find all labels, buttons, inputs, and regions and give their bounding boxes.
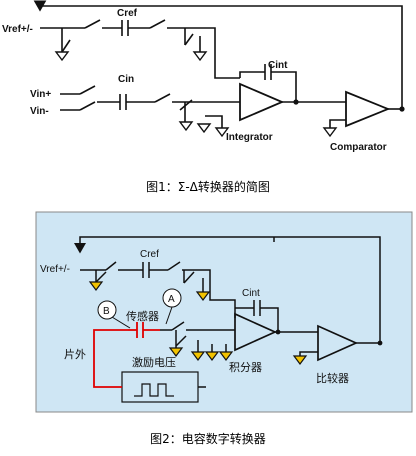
- fig2-junction-dot: [377, 340, 383, 346]
- fig2-grounds: [88, 281, 308, 365]
- fig1-switch: [149, 19, 166, 29]
- fig1-vin-minus-label: Vin-: [30, 106, 49, 117]
- fig1-switch: [184, 33, 194, 46]
- ground-icon: [192, 51, 208, 62]
- fig2-excitation-label: 激励电压: [132, 355, 176, 369]
- fig1-switch: [61, 39, 71, 53]
- fig1-switch: [79, 101, 96, 111]
- fig1-integrator-label: Integrator: [226, 132, 273, 143]
- fig2-marker-a: [162, 288, 182, 308]
- fig2-switch: [183, 271, 195, 284]
- fig1-switch: [79, 85, 96, 95]
- fig1-comparator-label: Comparator: [330, 142, 387, 153]
- ground-icon: [168, 347, 184, 357]
- fig1-cref-capacitor: [121, 20, 129, 36]
- fig2-integrator-label: 积分器: [229, 361, 262, 374]
- fig2-cref-label: Cref: [140, 249, 159, 260]
- fig1-switch: [179, 99, 193, 111]
- fig1-switch: [84, 19, 101, 29]
- ground-icon: [218, 351, 234, 361]
- fig2-square-wave: [134, 383, 174, 397]
- fig2-junction-dot: [275, 329, 281, 335]
- fig2-switch: [175, 335, 187, 347]
- fig1-cin-capacitor: [119, 94, 127, 110]
- fig1-cref-label: Cref: [117, 8, 138, 19]
- fig1-junction-dot: [399, 106, 405, 112]
- fig1-cin-label: Cin: [118, 74, 134, 85]
- fig2-comparator-amp: [317, 324, 359, 362]
- ground-icon: [54, 51, 70, 62]
- fig2-marker-a-label: A: [168, 294, 175, 305]
- fig1-switch: [154, 93, 171, 103]
- fig2-vref-label: Vref+/-: [40, 264, 70, 275]
- fig2-integrator-amp: [234, 312, 278, 352]
- fig1-junction-dot: [293, 99, 299, 105]
- fig1-caption: 图1：Σ-Δ转换器的简图: [146, 180, 270, 194]
- fig1-comparator-amp: [345, 90, 391, 128]
- ground-icon: [292, 355, 308, 365]
- figure-1: [33, 0, 403, 128]
- fig1-vref-label: Vref+/-: [2, 24, 33, 35]
- fig2-switch: [171, 321, 185, 331]
- fig2-feedback-line: [74, 236, 381, 343]
- ground-icon: [195, 291, 211, 301]
- fig1-grounds: [54, 51, 338, 138]
- ground-icon: [322, 127, 338, 138]
- fig2-sensor-label: 传感器: [126, 310, 159, 323]
- figure-2: [74, 236, 381, 403]
- ground-icon: [178, 121, 194, 132]
- fig1-integrator-amp: [239, 82, 285, 122]
- ground-icon: [196, 123, 212, 134]
- fig1-feedback-line: [33, 0, 403, 108]
- fig2-marker-b-label: B: [103, 306, 110, 317]
- ground-icon: [88, 281, 104, 291]
- ground-icon: [190, 351, 206, 361]
- fig2-switch: [105, 261, 117, 271]
- ground-icon: [214, 127, 230, 138]
- fig2-caption: 图2：电容数字转换器: [150, 432, 266, 446]
- fig2-comparator-label: 比较器: [316, 371, 349, 385]
- ground-icon: [204, 351, 220, 361]
- fig2-offchip-path: [93, 322, 160, 388]
- fig2-offchip-label: 片外: [64, 348, 86, 361]
- fig1-cint-wire: [239, 71, 265, 78]
- fig2-switch: [167, 261, 181, 271]
- fig1-cint-label: Cint: [268, 60, 288, 71]
- fig2-cint-label: Cint: [242, 288, 260, 299]
- fig1-vin-plus-label: Vin+: [30, 89, 51, 100]
- fig2-marker-b: [97, 300, 117, 320]
- fig2-panel: [35, 211, 413, 413]
- fig2-switch: [95, 271, 107, 283]
